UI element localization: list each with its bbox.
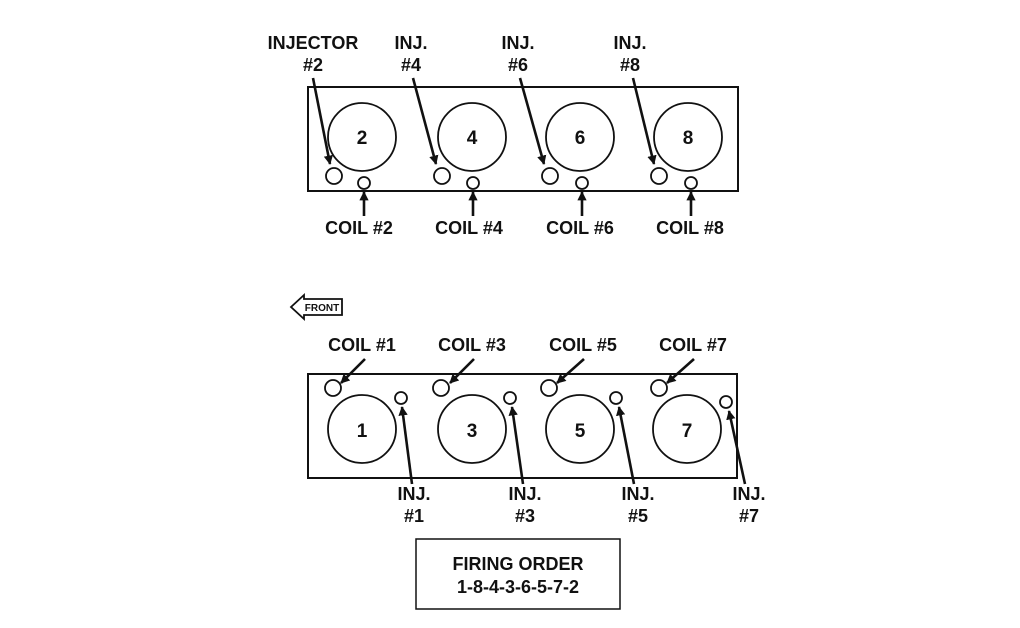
injector-3-label-line1: INJ.	[508, 484, 541, 504]
injector-8-port	[650, 167, 668, 185]
coil-8-label: COIL #8	[656, 218, 724, 238]
injector-5-port	[609, 391, 623, 405]
coil-5-port	[540, 379, 558, 397]
injector-6-port	[541, 167, 559, 185]
cylinder-8-bore	[653, 102, 723, 172]
coil-5-arrow	[556, 358, 585, 384]
front-arrow-icon	[289, 292, 343, 322]
injector-3-port	[503, 391, 517, 405]
cylinder-3: COIL #3 3 INJ. #3	[432, 335, 542, 526]
injector-8-label-line1: INJ.	[613, 33, 646, 53]
cylinder-6-bore	[545, 102, 615, 172]
coil-7-port	[650, 379, 668, 397]
cylinder-6: 6 INJ. #6 COIL #6	[501, 33, 615, 238]
cylinder-4-bore	[437, 102, 507, 172]
firing-order-title: FIRING ORDER	[452, 554, 583, 574]
injector-1-label-line2: #1	[404, 506, 424, 526]
coil-1-label: COIL #1	[328, 335, 396, 355]
coil-3-label: COIL #3	[438, 335, 506, 355]
coil-5-label: COIL #5	[549, 335, 617, 355]
cylinder-1: COIL #1 1 INJ. #1	[324, 335, 431, 526]
injector-2-label-line2: #2	[303, 55, 323, 75]
injector-6-arrow	[518, 77, 547, 165]
firing-order-box: FIRING ORDER 1-8-4-3-6-5-7-2	[415, 538, 621, 610]
cylinder-6-number: 6	[575, 128, 586, 149]
injector-4-label-line1: INJ.	[394, 33, 427, 53]
cylinder-1-bore	[327, 394, 397, 464]
injector-7-arrow	[726, 410, 747, 485]
injector-6-label-line2: #6	[508, 55, 528, 75]
cylinder-4-number: 4	[467, 128, 478, 149]
coil-4-port	[466, 176, 480, 190]
injector-1-port	[394, 391, 408, 405]
front-label: FRONT	[305, 303, 339, 314]
cylinder-3-number: 3	[467, 421, 478, 442]
injector-5-label-line1: INJ.	[621, 484, 654, 504]
cylinder-7-number: 7	[682, 421, 693, 442]
injector-2-label-line1: INJECTOR	[268, 33, 359, 53]
injector-5-arrow	[616, 406, 636, 485]
injector-2-arrow	[311, 77, 333, 165]
cylinder-7: COIL #7 7 INJ. #7	[650, 335, 766, 526]
injector-8-arrow	[631, 77, 657, 165]
cylinder-8-number: 8	[683, 128, 694, 149]
coil-4-label: COIL #4	[435, 218, 503, 238]
cylinder-1-number: 1	[357, 421, 368, 442]
injector-7-label-line2: #7	[739, 506, 759, 526]
injector-4-label-line2: #4	[401, 55, 421, 75]
cylinder-4: 4 INJ. #4 COIL #4	[394, 33, 507, 238]
injector-4-arrow	[411, 77, 439, 165]
coil-2-label: COIL #2	[325, 218, 393, 238]
cylinder-5: COIL #5 5 INJ. #5	[540, 335, 655, 526]
coil-7-arrow	[666, 358, 695, 384]
cylinder-7-bore	[652, 394, 722, 464]
coil-1-arrow	[340, 358, 366, 384]
injector-8-label-line2: #8	[620, 55, 640, 75]
cylinder-2: 2 INJECTOR #2 COIL #2	[268, 33, 397, 238]
cylinder-5-number: 5	[575, 421, 586, 442]
coil-3-arrow	[449, 358, 475, 384]
injector-4-port	[433, 167, 451, 185]
front-indicator: FRONT	[289, 292, 343, 322]
injector-1-label-line1: INJ.	[397, 484, 430, 504]
coil-1-port	[324, 379, 342, 397]
cylinder-3-bore	[437, 394, 507, 464]
injector-3-arrow	[508, 406, 525, 485]
coil-2-port	[357, 176, 371, 190]
injector-6-label-line1: INJ.	[501, 33, 534, 53]
top-bank: 2 INJECTOR #2 COIL #2 4 INJ. #4 COIL #4 …	[268, 33, 739, 238]
injector-5-label-line2: #5	[628, 506, 648, 526]
firing-order-sequence: 1-8-4-3-6-5-7-2	[457, 577, 579, 597]
cylinder-5-bore	[545, 394, 615, 464]
cylinder-8: 8 INJ. #8 COIL #8	[613, 33, 723, 238]
cylinder-2-bore	[327, 102, 397, 172]
injector-7-port	[719, 395, 733, 409]
firing-order-outline	[415, 538, 621, 610]
bottom-bank: COIL #1 1 INJ. #1 COIL #3 3 INJ. #3 COIL…	[307, 335, 766, 526]
coil-7-label: COIL #7	[659, 335, 727, 355]
cylinder-2-number: 2	[357, 128, 368, 149]
injector-3-label-line2: #3	[515, 506, 535, 526]
injector-7-label-line1: INJ.	[732, 484, 765, 504]
coil-8-port	[684, 176, 698, 190]
injector-1-arrow	[398, 406, 414, 485]
coil-3-port	[432, 379, 450, 397]
coil-6-port	[575, 176, 589, 190]
coil-6-label: COIL #6	[546, 218, 614, 238]
injector-2-port	[325, 167, 343, 185]
